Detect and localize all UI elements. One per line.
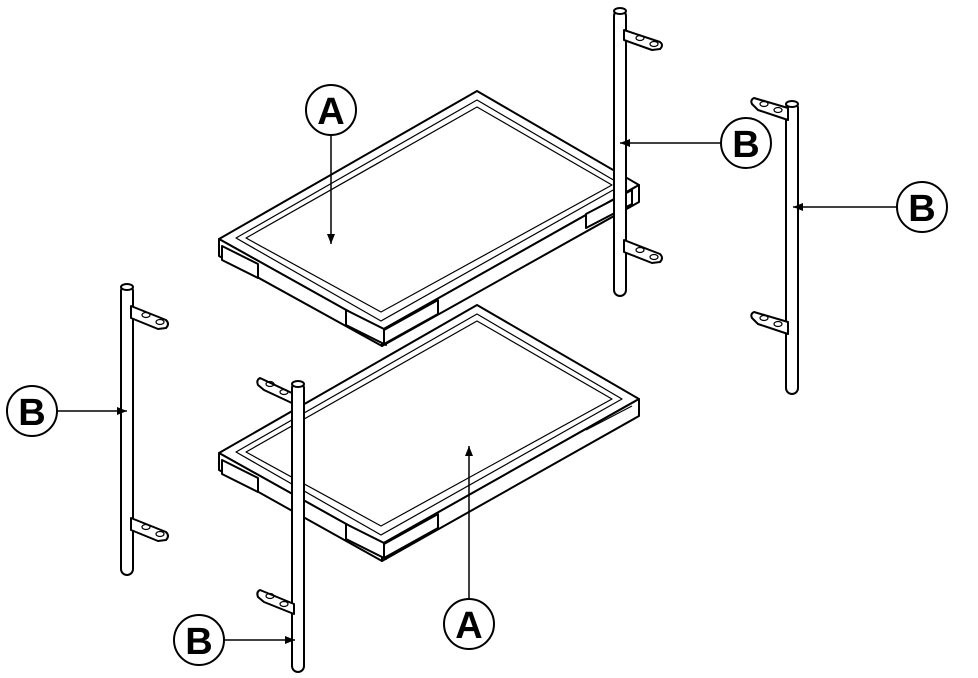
callout-a-lower-label: A (455, 605, 482, 647)
upper-frame (218, 90, 640, 347)
callout-a-upper-label: A (317, 91, 344, 133)
post-front (256, 377, 305, 673)
callout-b-upper-middle: B (620, 117, 772, 169)
callout-b-right-label: B (908, 188, 935, 230)
callout-b-front: B (173, 614, 295, 666)
callout-b-left-label: B (18, 392, 45, 434)
callout-b-left: B (6, 385, 127, 437)
callout-a-lower: A (443, 446, 495, 650)
post-upper-middle (613, 7, 663, 297)
post-left (120, 283, 169, 576)
callout-b-right: B (793, 181, 948, 233)
callout-b-front-label: B (185, 621, 212, 663)
post-right (750, 97, 799, 395)
callout-a-upper: A (305, 84, 357, 244)
lower-frame (218, 304, 640, 562)
callout-b-upper-middle-label: B (732, 124, 759, 166)
